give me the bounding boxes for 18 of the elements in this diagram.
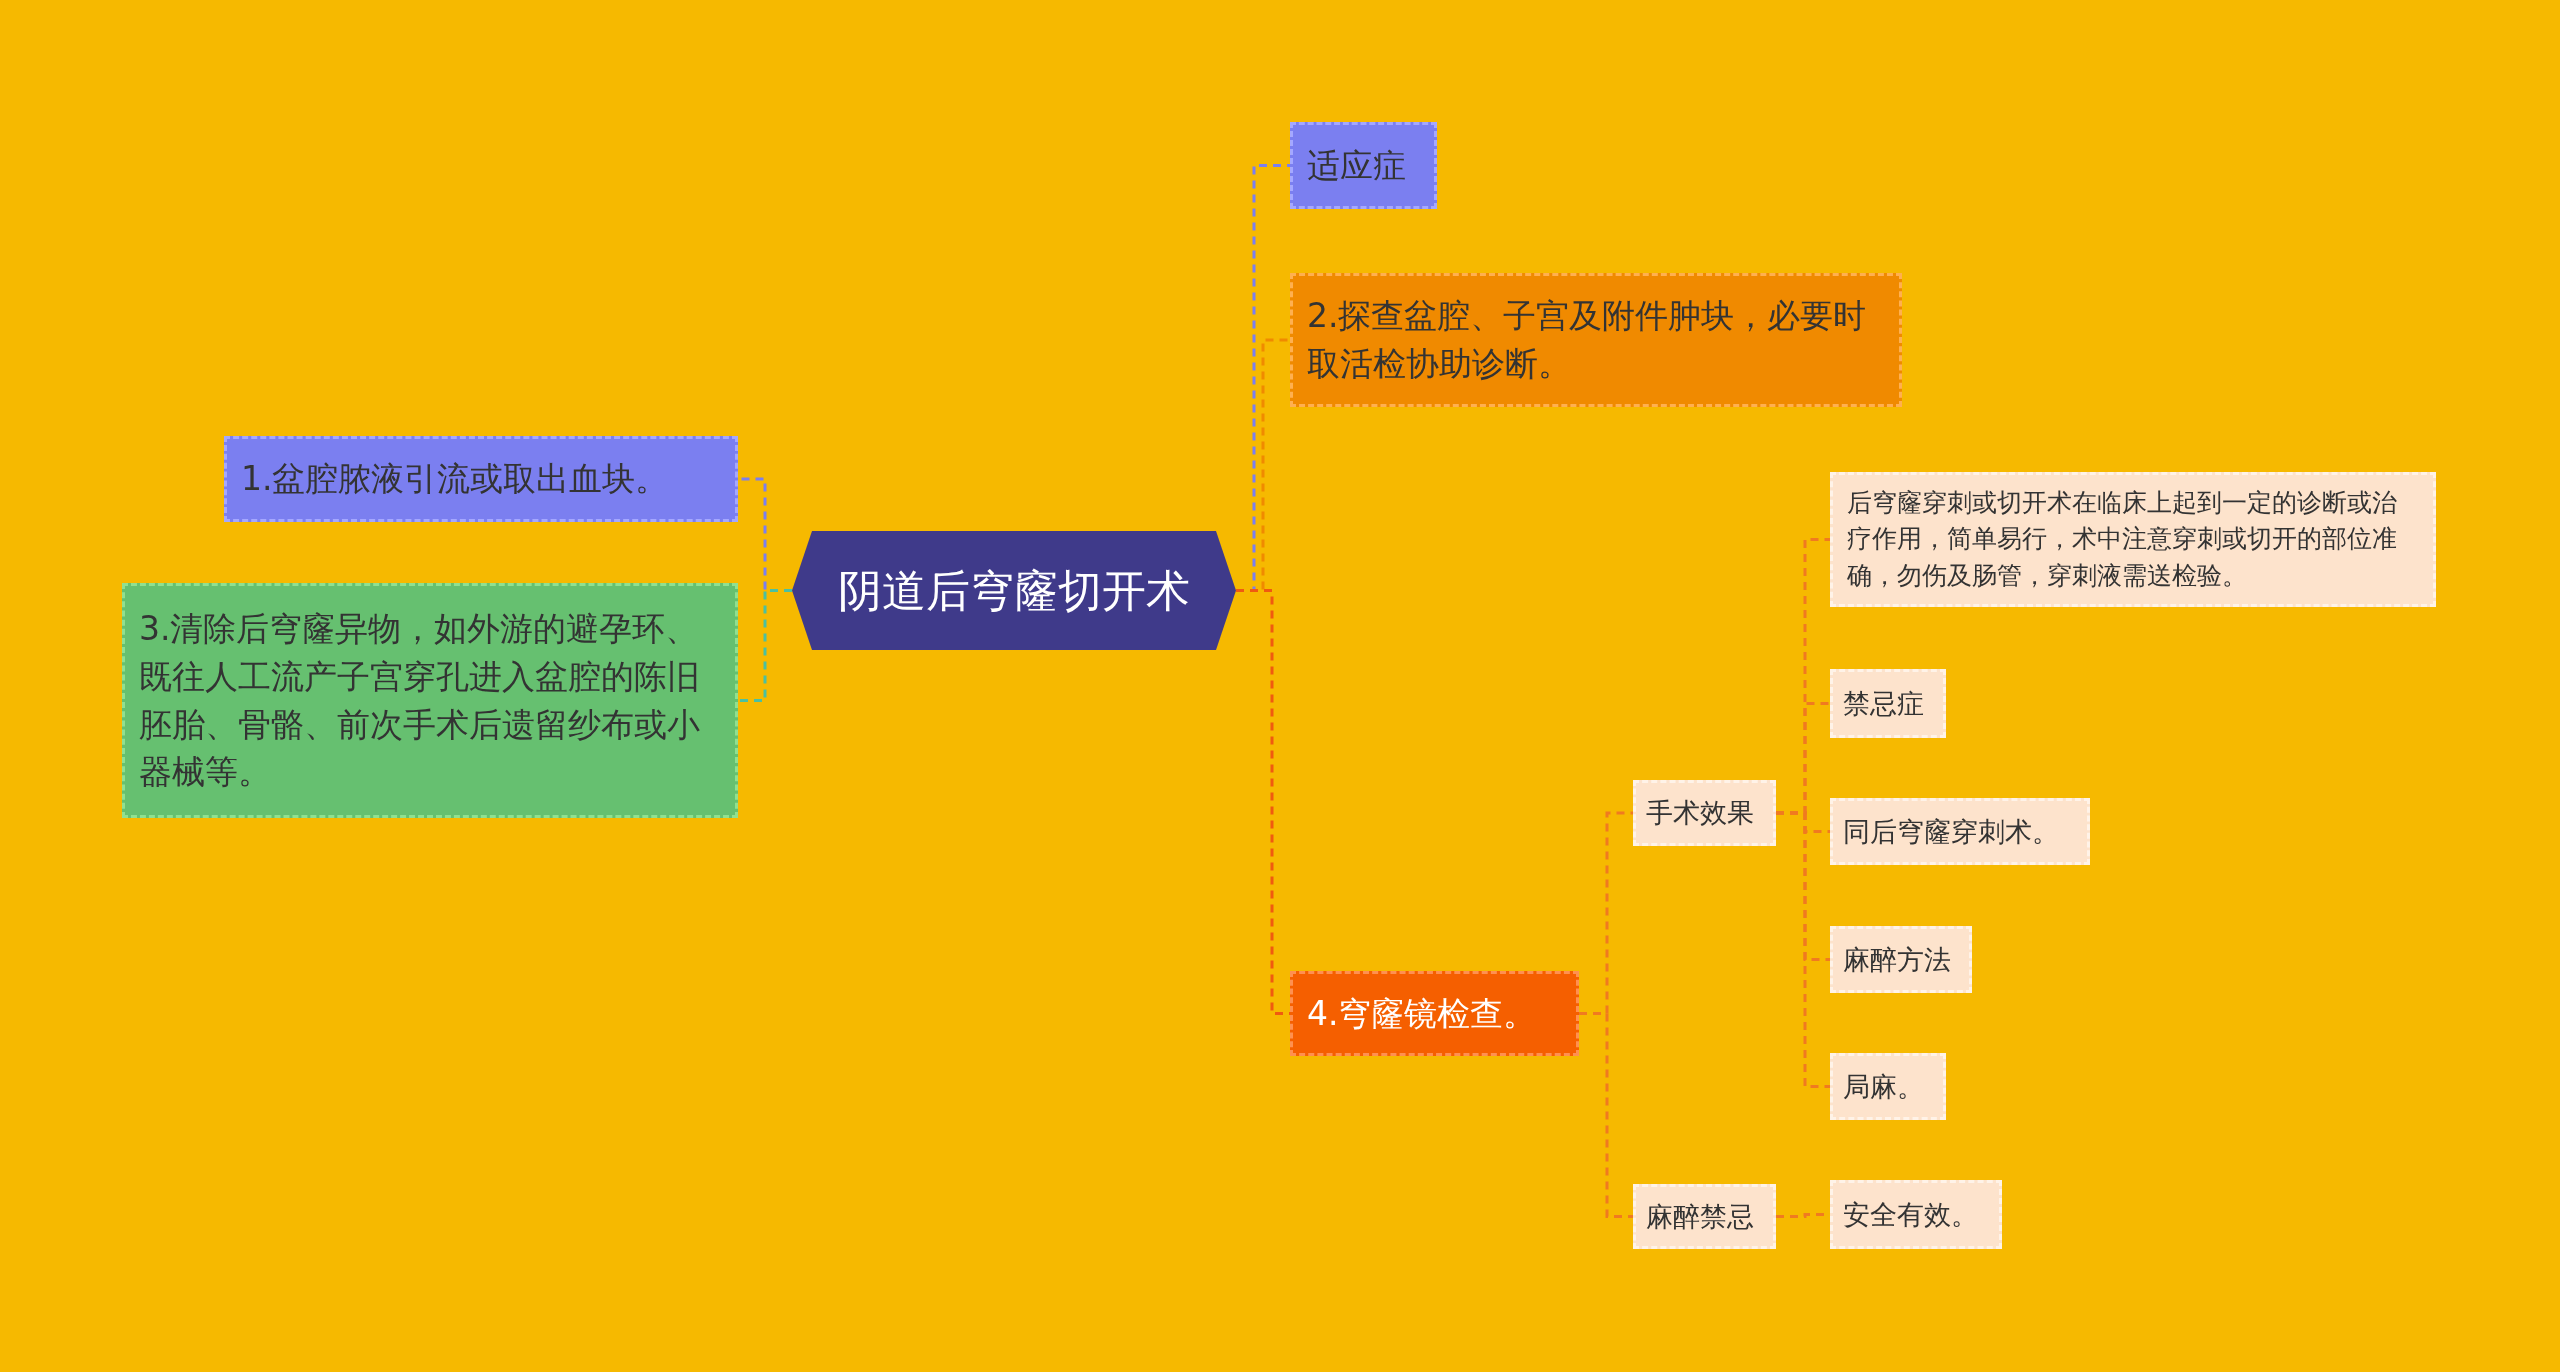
subtopic-box: 麻醉禁忌 [1633, 1184, 1776, 1249]
topic-box: 4.穹窿镜检查。 [1290, 971, 1579, 1056]
connector-line [738, 589, 792, 702]
title-hexagon [792, 531, 1236, 650]
subtopic-box: 禁忌症 [1830, 669, 1946, 738]
topic-box: 1.盆腔脓液引流或取出血块。 [224, 436, 738, 522]
connector-line [1776, 811, 1830, 1088]
subtopic-box: 麻醉方法 [1830, 926, 1972, 993]
subtopic-box: 局麻。 [1830, 1053, 1946, 1120]
connector-line [1579, 1012, 1633, 1218]
title-text: 阴道后穹窿切开术 [838, 563, 1190, 618]
topic-box: 2.探查盆腔、子宫及附件肿块，必要时取活检协助诊断。 [1290, 273, 1902, 407]
topic-box: 3.清除后穹窿异物，如外游的避孕环、既往人工流产子宫穿孔进入盆腔的陈旧胚胎、骨骼、前次手术后遗留纱布或小器械等。 [122, 583, 738, 818]
subtopic-box: 手术效果 [1633, 780, 1776, 846]
note-box: 后穹窿穿刺或切开术在临床上起到一定的诊断或治疗作用，简单易行，术中注意穿刺或切开的部位准确，勿伤及肠管，穿刺液需送检验。 [1830, 472, 2436, 607]
subtopic-box: 安全有效。 [1830, 1180, 2002, 1249]
subtopic-box: 同后穹窿穿刺术。 [1830, 798, 2090, 865]
topic-box: 适应症 [1290, 122, 1437, 209]
